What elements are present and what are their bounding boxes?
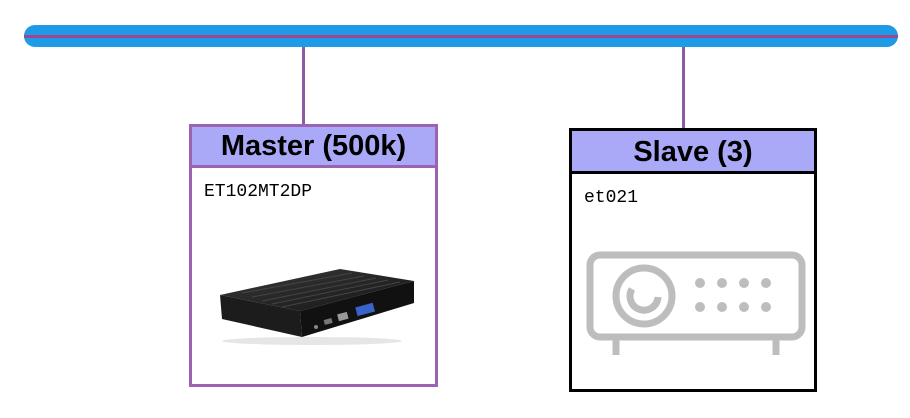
slave-drop-line: [682, 47, 685, 129]
slave-node[interactable]: Slave (3) et021: [569, 128, 817, 392]
master-node-title: Master (500k): [192, 127, 435, 168]
master-node-model: ET102MT2DP: [204, 182, 313, 202]
fieldbus-center-line: [24, 35, 898, 38]
slave-node-model: et021: [584, 188, 639, 208]
mini-pc-icon: [220, 269, 414, 345]
slave-node-title: Slave (3): [572, 131, 814, 174]
master-drop-line: [302, 47, 305, 125]
io-module-icon: [586, 251, 806, 355]
fieldbus-line: [24, 25, 898, 47]
master-node[interactable]: Master (500k) ET102MT2DP: [189, 124, 438, 387]
